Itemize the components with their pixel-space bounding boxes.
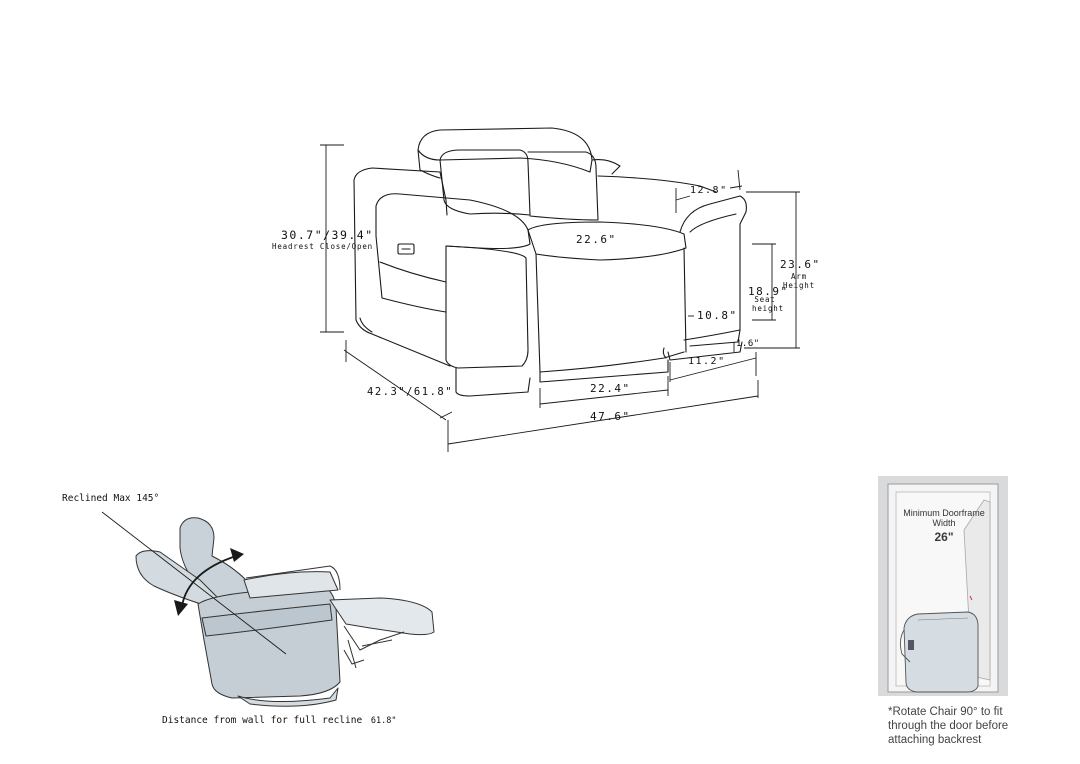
recline-max-label: Reclined Max 145°: [62, 493, 160, 504]
depth-label: 42.3"/61.8": [367, 386, 454, 398]
arm-width-label: 11.2": [688, 356, 726, 367]
doorframe-rotate-note: *Rotate Chair 90° to fit through the doo…: [888, 706, 1009, 746]
seat-width-label: 22.4": [590, 382, 631, 395]
base-height-label: 1.6": [736, 339, 760, 349]
headrest-width-label: 12.8": [690, 185, 728, 196]
seat-height-caption: Seat height: [752, 295, 784, 313]
seat-cushion: [527, 221, 687, 261]
left-arm-outline: [353, 167, 448, 216]
headrest-outline: [417, 127, 593, 173]
seat-height-label: 18.9": [748, 285, 789, 298]
reclined-backrest: [135, 550, 223, 609]
doorframe-title: Minimum Doorframe Width: [903, 508, 985, 529]
arm-height-label: 23.6": [780, 258, 821, 271]
recline-distance-caption: Distance from wall for full recline 61.8…: [162, 716, 397, 726]
door-chair: [903, 611, 979, 693]
arrow-head-up-icon: [230, 548, 244, 562]
recline-arc-arrow: [181, 555, 237, 607]
chair-base: [455, 367, 531, 397]
doorframe-width-value: 26": [934, 530, 954, 544]
backrest-left-cushion: [439, 149, 531, 216]
arm-offset-label: 10.8": [697, 309, 738, 322]
power-control-button: [397, 243, 415, 255]
backrest-right-cushion: [527, 151, 599, 221]
right-arm-outline: [679, 195, 747, 331]
recline-pointer-line: [101, 511, 287, 655]
overall-height-label: 30.7"/39.4": [281, 228, 374, 242]
arrow-head-down-icon: [174, 600, 188, 616]
arm-height-caption: Arm Height: [783, 272, 815, 290]
reclined-footrest: [329, 597, 435, 636]
overall-height-note: Headrest Close/Open: [272, 242, 373, 251]
recline-distance-text: Distance from wall for full recline: [162, 715, 363, 726]
seat-width-top-label: 22.6": [576, 233, 617, 246]
recline-distance-value: 61.8": [370, 716, 397, 726]
overall-width-label: 47.6": [590, 410, 631, 423]
